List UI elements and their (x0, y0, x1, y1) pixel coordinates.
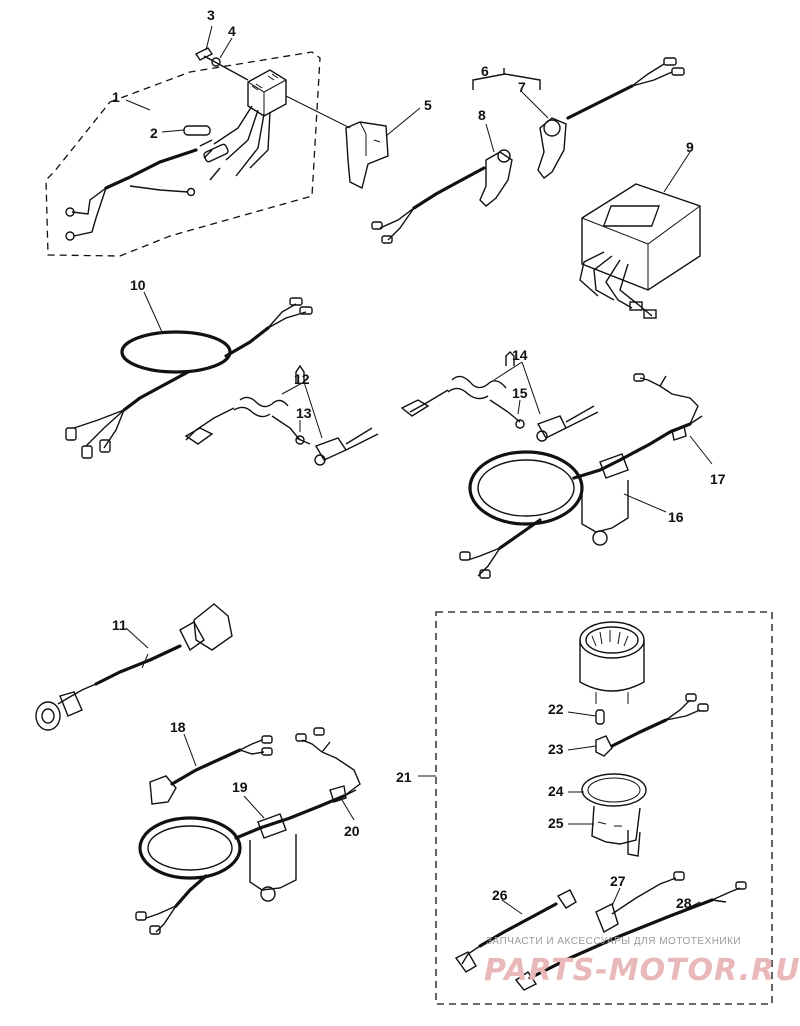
callout-14: 14 (512, 347, 528, 363)
callout-11: 11 (112, 617, 127, 633)
watermark-tagline: ЗАПЧАСТИ И АКСЕССУАРЫ ДЛЯ МОТОТЕХНИКИ (486, 936, 741, 947)
callout-25: 25 (548, 815, 564, 831)
gauge-lead-28 (514, 881, 747, 991)
lanyard-stop-switch-right (400, 351, 599, 442)
lamp-bulb (595, 709, 605, 725)
callout-23: 23 (548, 741, 564, 757)
callout-1: 1 (112, 89, 120, 105)
sender-harness-lower (135, 727, 361, 935)
callout-26: 26 (492, 887, 508, 903)
gauge-bracket (591, 805, 641, 857)
ignition-switch-group (371, 57, 685, 244)
callout-9: 9 (686, 139, 694, 155)
leader-lines (125, 25, 713, 915)
lanyard-stop-switch-left (184, 364, 379, 466)
mounting-ring (581, 773, 647, 807)
callout-16: 16 (668, 509, 684, 525)
callout-5: 5 (424, 97, 432, 113)
callout-15: 15 (512, 385, 528, 401)
callout-6: 6 (481, 63, 489, 79)
kit-1-dashed-boundary (45, 51, 321, 257)
callout-4: 4 (228, 23, 236, 39)
callout-20: 20 (344, 823, 360, 839)
callout-8: 8 (478, 107, 486, 123)
callout-12: 12 (294, 371, 310, 387)
screw (194, 47, 249, 81)
callout-13: 13 (296, 405, 312, 421)
sender-lead-18 (149, 735, 273, 805)
fuse (183, 125, 211, 136)
main-harness (35, 603, 233, 731)
callout-numbers: 1 2 3 4 5 6 7 8 9 10 11 12 13 14 15 16 1… (112, 7, 726, 911)
callout-27: 27 (610, 873, 626, 889)
callout-2: 2 (150, 125, 158, 141)
watermark-brand-logo: PARTS-MOTOR.RU (484, 953, 800, 988)
callout-17: 17 (710, 471, 726, 487)
callout-24: 24 (548, 783, 564, 799)
gauge-kit-group (418, 611, 773, 1005)
extension-harness-coil (65, 297, 313, 459)
sender-harness-upper (459, 373, 703, 579)
gauge-lead-26 (454, 889, 577, 973)
rectifier-block (247, 69, 287, 117)
lamp-socket (595, 693, 709, 757)
gauge (579, 621, 645, 704)
callout-7: 7 (518, 79, 526, 95)
kit-21-dashed-boundary (435, 611, 773, 1005)
callout-21: 21 (396, 769, 412, 785)
callout-10: 10 (130, 277, 146, 293)
watermark: ЗАПЧАСТИ И АКСЕССУАРЫ ДЛЯ МОТОТЕХНИКИ PA… (484, 936, 800, 988)
rectifier-kit-group (45, 47, 321, 257)
sender-27 (595, 871, 685, 934)
callout-3: 3 (207, 7, 215, 23)
rectifier-bracket (285, 95, 389, 190)
callout-19: 19 (232, 779, 248, 795)
switch-box (579, 183, 701, 319)
callout-22: 22 (548, 701, 564, 717)
callout-28: 28 (676, 895, 692, 911)
callout-18: 18 (170, 719, 186, 735)
washer (211, 57, 221, 67)
